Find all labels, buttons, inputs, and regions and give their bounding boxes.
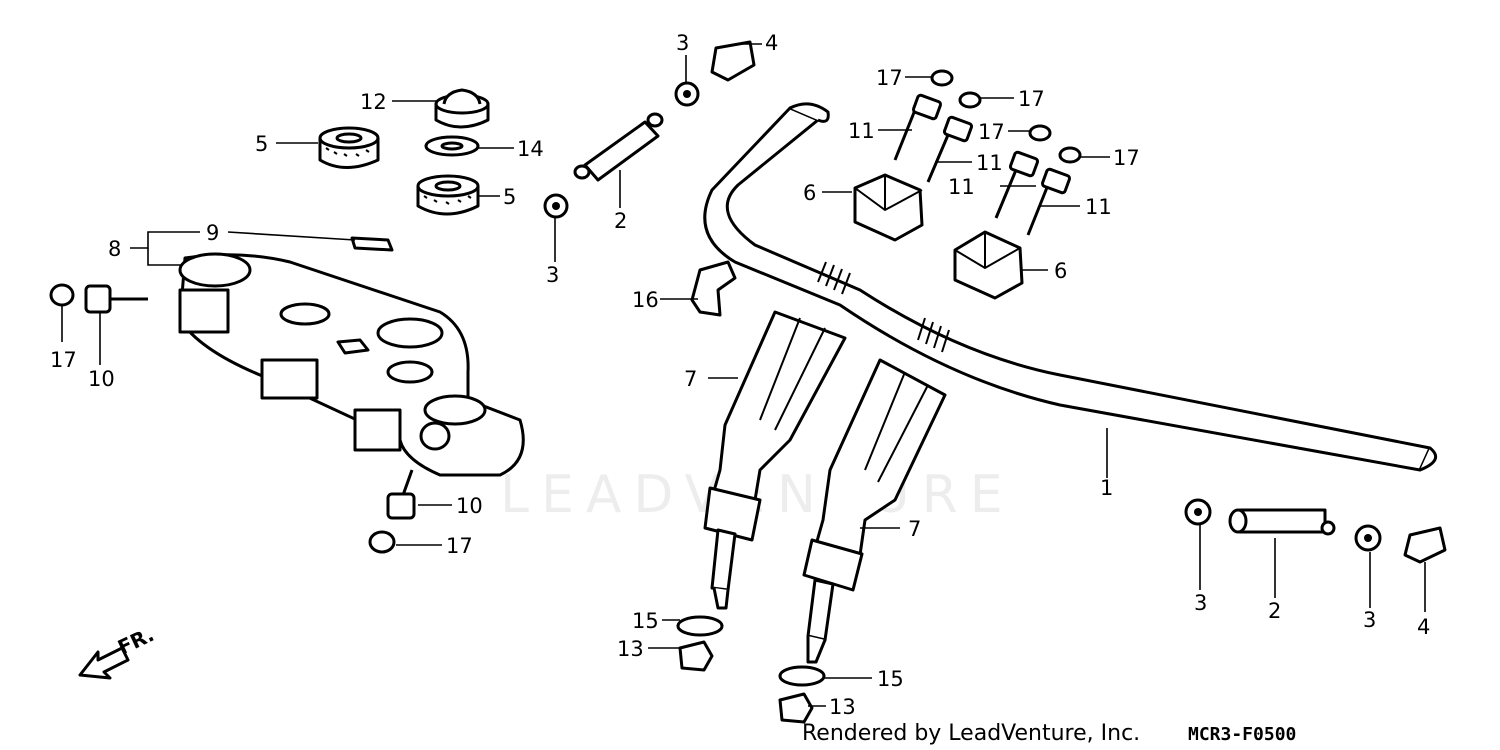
callout-14: 14 <box>517 137 544 161</box>
callout-6: 6 <box>1054 259 1067 283</box>
bushing-upper-part[interactable] <box>318 126 380 169</box>
bolt-cap-6-part[interactable] <box>368 530 396 554</box>
callout-3: 3 <box>1363 608 1376 632</box>
callout-17: 17 <box>1113 146 1140 170</box>
callout-2: 2 <box>614 209 627 233</box>
callout-3: 3 <box>676 31 689 55</box>
riser-left-part[interactable] <box>703 310 847 610</box>
callout-12: 12 <box>360 90 387 114</box>
cable-clamp-part[interactable] <box>690 260 737 317</box>
callout-10: 10 <box>88 367 115 391</box>
riser-washer-right-part[interactable] <box>778 665 826 687</box>
holder-bolt-2-part[interactable] <box>926 115 974 183</box>
callout-7: 7 <box>684 367 697 391</box>
riser-right-part[interactable] <box>802 358 947 664</box>
callout-10: 10 <box>456 494 483 518</box>
callout-15: 15 <box>632 609 659 633</box>
callout-1: 1 <box>1100 476 1113 500</box>
star-nut-4-part[interactable] <box>1354 524 1382 552</box>
callout-13: 13 <box>617 637 644 661</box>
holder-upper-right-part[interactable] <box>953 230 1024 300</box>
holder-bolt-1-part[interactable] <box>893 93 943 161</box>
callout-labels: 1 2 2 3 3 3 3 4 4 5 5 6 6 7 7 8 9 10 10 … <box>50 31 1430 719</box>
callout-9: 9 <box>206 221 219 245</box>
callout-15: 15 <box>877 667 904 691</box>
figure-code: MCR3-F0500 <box>1188 724 1296 745</box>
callout-17: 17 <box>978 120 1005 144</box>
riser-nut-right-part[interactable] <box>778 692 814 724</box>
handlebar-part[interactable] <box>703 102 1438 472</box>
bolt-cap-5-part[interactable] <box>49 283 75 307</box>
riser-washer-left-part[interactable] <box>676 615 724 637</box>
callout-4: 4 <box>1417 615 1430 639</box>
callout-11: 11 <box>1085 195 1112 219</box>
callout-5: 5 <box>255 132 268 156</box>
star-nut-3-part[interactable] <box>1184 498 1212 526</box>
bushing-lower-part[interactable] <box>416 174 480 216</box>
clip-upper-part[interactable] <box>710 40 756 82</box>
callout-17: 17 <box>446 534 473 558</box>
top-bridge-part[interactable] <box>178 252 525 477</box>
bridge-bolt-bottom-part[interactable] <box>386 469 416 520</box>
callout-17: 17 <box>50 348 77 372</box>
callout-2: 2 <box>1268 599 1281 623</box>
label-plate-part[interactable] <box>350 236 394 252</box>
callout-7: 7 <box>908 517 921 541</box>
callout-17: 17 <box>1018 87 1045 111</box>
bolt-cap-4-part[interactable] <box>1058 146 1082 164</box>
clip-lower-part[interactable] <box>1403 526 1447 564</box>
front-label: FR. <box>114 622 158 659</box>
callout-11: 11 <box>848 119 875 143</box>
callout-4: 4 <box>765 31 778 55</box>
callout-11: 11 <box>976 151 1003 175</box>
credit-text: Rendered by LeadVenture, Inc. <box>802 721 1140 746</box>
bolt-cap-3-part[interactable] <box>1028 124 1052 142</box>
front-direction-indicator: FR. <box>78 622 158 680</box>
callout-16: 16 <box>632 288 659 312</box>
bridge-bolt-left-part[interactable] <box>84 284 148 314</box>
callout-13: 13 <box>829 695 856 719</box>
leader-lines <box>61 43 1426 707</box>
pin-upper-part[interactable] <box>573 112 664 182</box>
star-nut-1-part[interactable] <box>674 81 700 107</box>
callout-6: 6 <box>803 181 816 205</box>
pin-lower-part[interactable] <box>1228 508 1336 536</box>
holder-bolt-4-part[interactable] <box>1026 167 1072 236</box>
holder-upper-left-part[interactable] <box>853 173 924 242</box>
bolt-cap-2-part[interactable] <box>958 91 982 109</box>
holder-bolt-3-part[interactable] <box>994 150 1040 219</box>
callout-5: 5 <box>503 185 516 209</box>
cap-part[interactable] <box>434 88 490 129</box>
callout-3: 3 <box>546 263 559 287</box>
callout-3: 3 <box>1194 591 1207 615</box>
callout-17: 17 <box>876 66 903 90</box>
bolt-cap-1-part[interactable] <box>930 69 954 87</box>
riser-nut-left-part[interactable] <box>678 640 714 672</box>
front-arrow-icon <box>78 646 130 680</box>
star-nut-2-part[interactable] <box>543 193 569 219</box>
callout-8: 8 <box>108 237 121 261</box>
callout-11: 11 <box>948 175 975 199</box>
washer-part[interactable] <box>424 135 480 157</box>
